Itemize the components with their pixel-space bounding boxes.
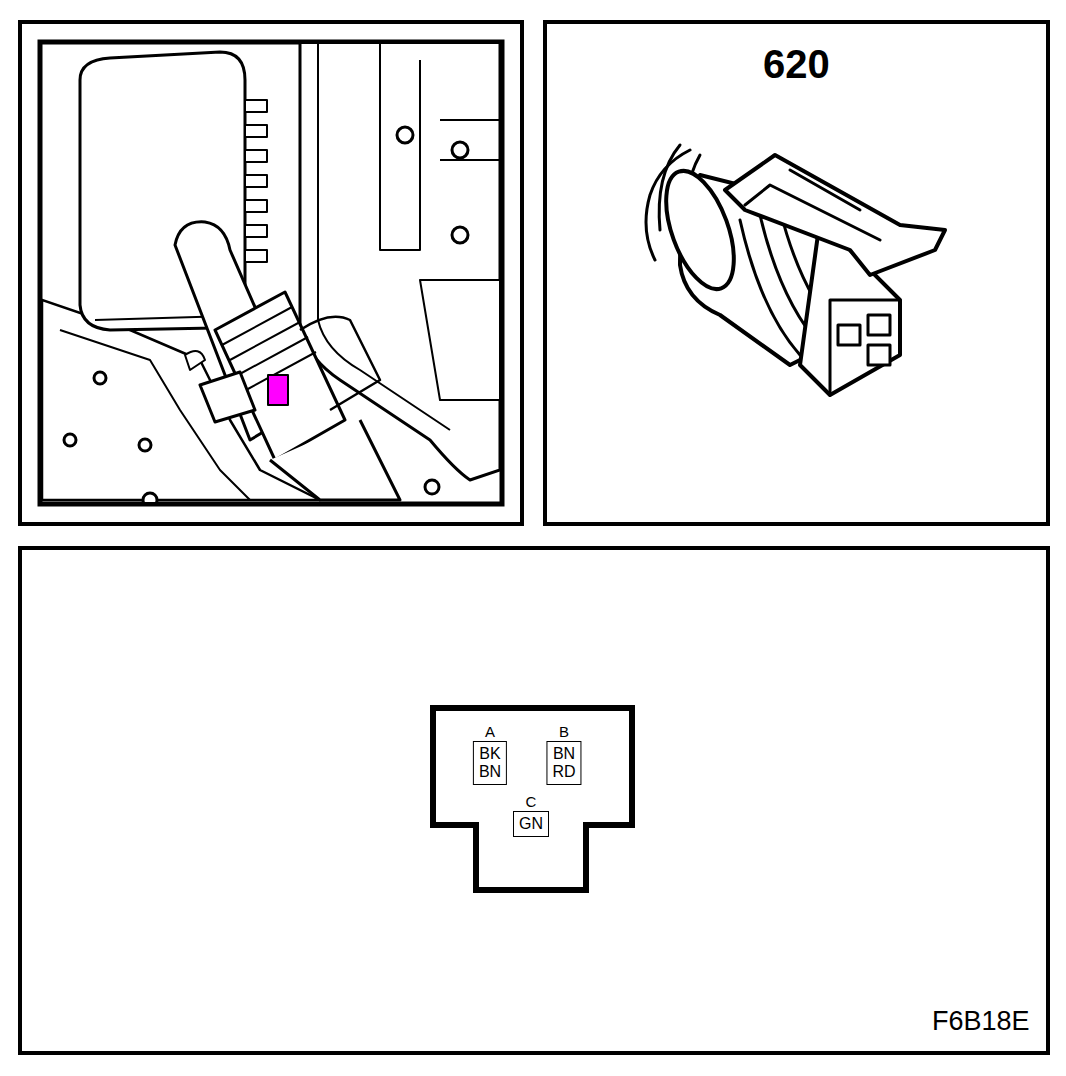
panel-frame [545, 22, 1048, 524]
pin-letter: B [546, 724, 581, 740]
panel-frame [20, 548, 1048, 1053]
wire-color: GN [513, 811, 549, 837]
connector-face-outline [433, 708, 632, 890]
pin-letter: A [473, 724, 507, 740]
panel-frame [20, 22, 522, 524]
connector-pin: ABK BN [473, 724, 507, 785]
connector-drawing [646, 145, 945, 395]
wire-color: BN RD [546, 741, 581, 785]
engine-bay [42, 40, 500, 507]
figure-code: F6B18E [932, 1006, 1030, 1037]
wire-color: BK BN [473, 741, 507, 785]
connector-number: 620 [763, 42, 830, 87]
highlight-marker [268, 375, 288, 405]
pin-letter: C [513, 794, 549, 810]
connector-pin: CGN [513, 794, 549, 837]
connector-pin: BBN RD [546, 724, 581, 785]
